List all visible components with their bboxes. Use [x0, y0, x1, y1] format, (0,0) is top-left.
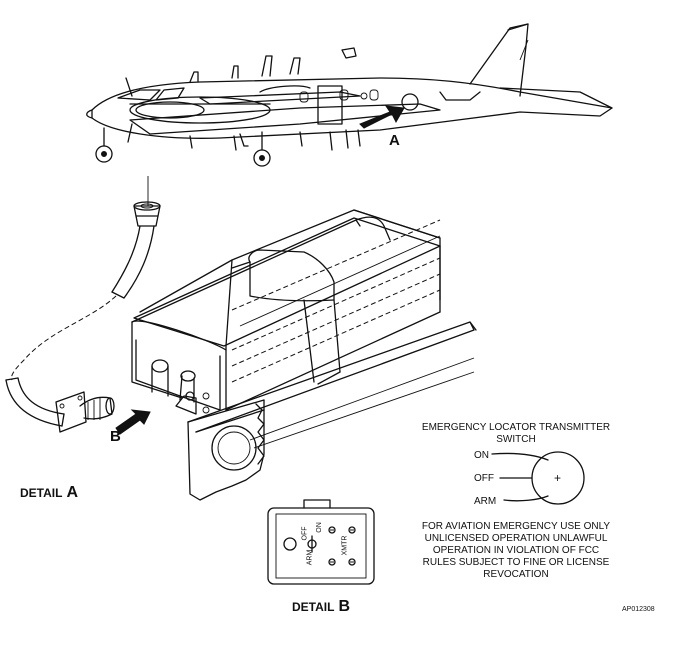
detail-b-letter: B: [338, 598, 351, 615]
detail-a-letter: A: [66, 484, 79, 501]
elt-unit: [115, 209, 477, 501]
switch-title-line2: SWITCH: [496, 434, 536, 445]
warning-line-3: OPERATION IN VIOLATION OF FCC: [432, 545, 600, 556]
switch-position-on: ON: [474, 450, 489, 461]
warning-line-2: UNLICENSED OPERATION UNLAWFUL: [424, 533, 608, 544]
warning-line-1: FOR AVIATION EMERGENCY USE ONLY: [421, 521, 611, 532]
detail-b-panel: [267, 499, 375, 585]
warning-line-4: RULES SUBJECT TO FINE OR LICENSE: [422, 557, 610, 568]
panel-label-arm: ARM: [306, 549, 314, 566]
switch-position-off: OFF: [474, 473, 494, 484]
panel-label-on: ON: [315, 522, 323, 533]
callout-b-label: B: [110, 428, 121, 445]
figure-code: AP012308: [622, 606, 655, 613]
switch-knob-symbol: +: [554, 471, 562, 485]
coax-cable: [5, 176, 161, 433]
fcc-warning: FOR AVIATION EMERGENCY USE ONLY UNLICENS…: [404, 521, 628, 581]
detail-a-word: DETAIL: [20, 486, 63, 500]
detail-b-word: DETAIL: [292, 600, 335, 614]
warning-line-5: REVOCATION: [483, 569, 549, 580]
switch-title-line1: EMERGENCY LOCATOR TRANSMITTER: [421, 422, 611, 433]
switch-title: EMERGENCY LOCATOR TRANSMITTER SWITCH: [414, 422, 618, 446]
switch-diagram: [491, 451, 585, 505]
callout-a-label: A: [389, 132, 400, 149]
switch-position-arm: ARM: [474, 496, 497, 507]
aircraft-illustration: [86, 23, 613, 167]
panel-label-off: OFF: [301, 526, 309, 541]
panel-label-xmtr: XMTR: [341, 535, 349, 556]
